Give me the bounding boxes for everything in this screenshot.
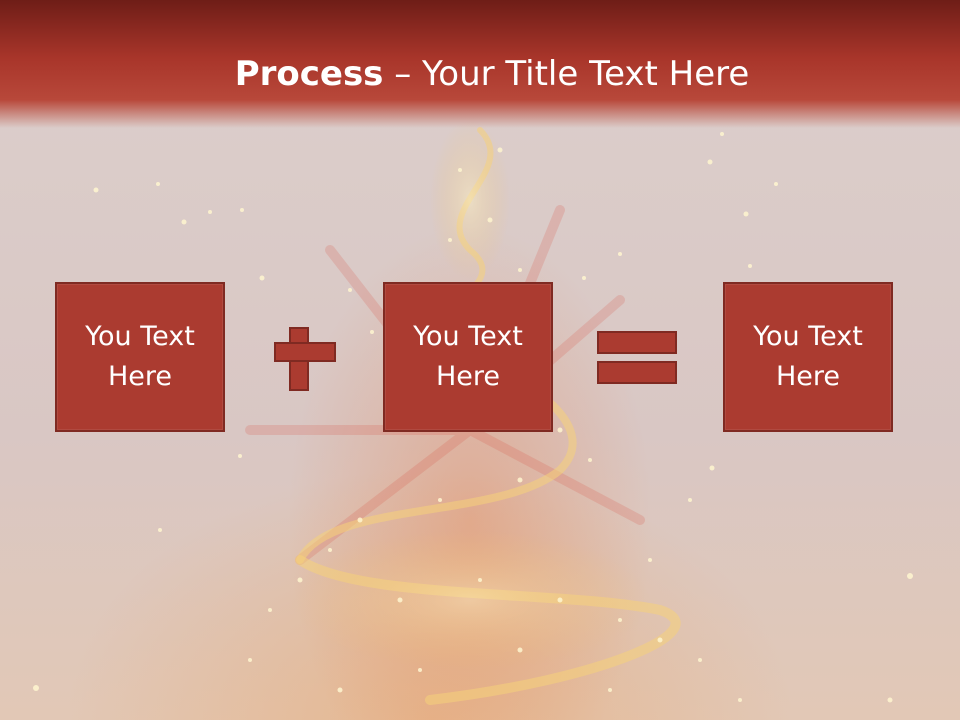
process-box-2-text: You Text Here <box>413 321 523 392</box>
slide-title-rest: – Your Title Text Here <box>383 54 750 94</box>
slide-title: Process – Your Title Text Here <box>0 52 960 96</box>
process-box-1[interactable]: You Text Here <box>55 282 225 432</box>
process-box-3-text: You Text Here <box>753 321 863 392</box>
process-box-1-text: You Text Here <box>85 321 195 392</box>
process-box-2[interactable]: You Text Here <box>383 282 553 432</box>
slide-title-bold: Process <box>234 54 384 94</box>
process-box-3[interactable]: You Text Here <box>723 282 893 432</box>
title-bar: Process – Your Title Text Here <box>0 0 960 128</box>
